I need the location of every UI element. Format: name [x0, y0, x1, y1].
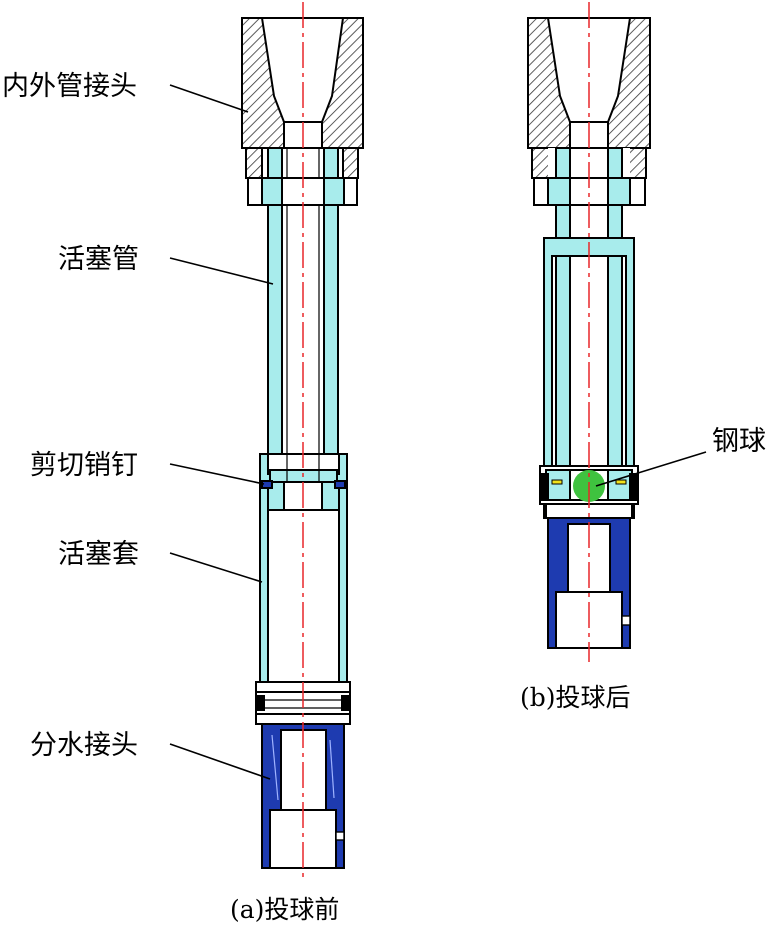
label-water-joint: 分水接头: [30, 730, 138, 761]
leader-steel-ball: [595, 451, 707, 487]
label-piston-sleeve: 活塞套: [58, 539, 139, 570]
label-inner-outer-joint: 内外管接头: [2, 71, 137, 102]
piston-tube-before: [261, 147, 345, 455]
shear-pins-before: [261, 480, 346, 489]
label-shear-pin: 剪切销钉: [30, 450, 138, 481]
caption-before: (a)投球前: [230, 895, 339, 924]
caption-after: (b)投球后: [520, 683, 631, 712]
leader-piston-sleeve: [169, 552, 263, 583]
leader-inner-outer-joint: [169, 84, 249, 113]
label-piston-tube: 活塞管: [58, 244, 139, 275]
leader-shear-pin: [169, 463, 265, 485]
leader-lines: [169, 84, 707, 780]
label-steel-ball: 钢球: [712, 426, 766, 457]
leader-piston-tube: [169, 257, 274, 285]
leader-water-joint: [169, 743, 271, 780]
